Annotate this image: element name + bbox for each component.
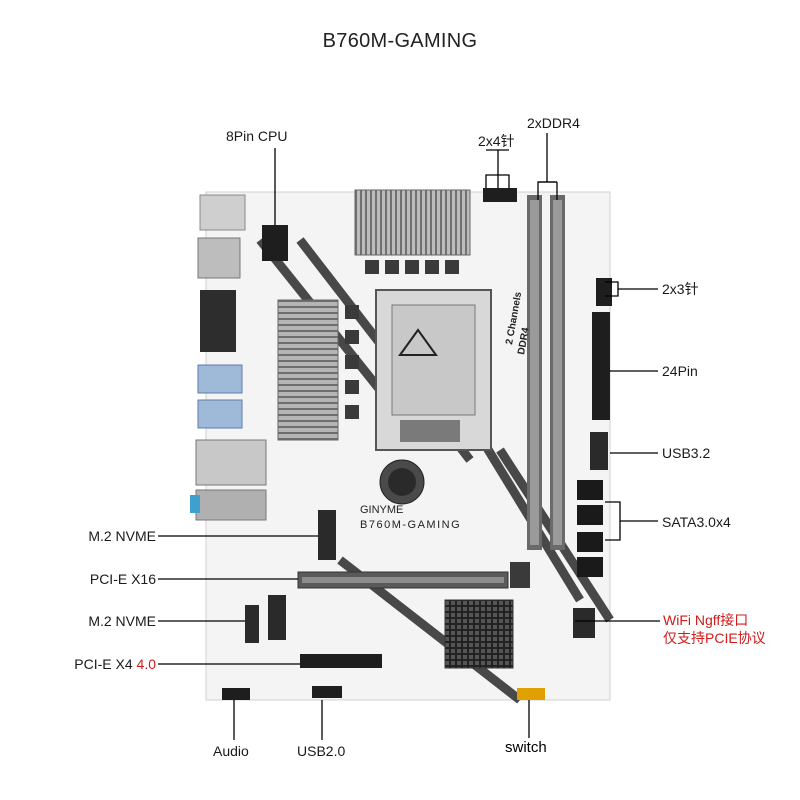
label-2x4-pin: 2x4针 [478, 133, 515, 149]
header-2x4 [483, 188, 517, 202]
label-wifi-line2: 仅支持PCIE协议 [663, 630, 766, 646]
cpu-socket [375, 289, 492, 451]
label-switch: switch [505, 739, 547, 756]
m2-slot-bottom [245, 605, 259, 643]
m2-slot-top [318, 510, 336, 560]
silkscreen-model: B760M-GAMING [360, 519, 461, 531]
label-m2-top: M.2 NVME [88, 528, 156, 544]
usb20-header [312, 686, 342, 698]
ram-slots [527, 195, 565, 550]
board-title: B760M-GAMING [322, 30, 478, 52]
label-wifi-line1: WiFi Ngff接口 [663, 612, 749, 628]
header-2x3 [596, 278, 612, 306]
ram-silkscreen-2: DDR4 [516, 326, 532, 355]
rear-io-panel [190, 194, 267, 521]
audio-header [222, 688, 250, 700]
label-audio: Audio [213, 743, 249, 759]
usb32-header [590, 432, 608, 470]
label-8pin-cpu: 8Pin CPU [226, 128, 288, 144]
sata-ports [577, 480, 603, 577]
label-pcie-x4: PCI-E X4 4.0 [40, 656, 156, 672]
chipset-heatsink [444, 599, 514, 669]
label-m2-bottom: M.2 NVME [88, 613, 156, 629]
front-panel-header [517, 688, 545, 700]
label-24pin: 24Pin [662, 363, 698, 379]
wifi-ngff-slot [573, 608, 595, 638]
label-sata: SATA3.0x4 [662, 514, 731, 530]
label-2x-ddr4: 2xDDR4 [527, 115, 580, 131]
label-2x3-pin: 2x3针 [662, 281, 699, 297]
pcie-x4-slot [300, 654, 382, 668]
atx-24pin [592, 312, 610, 420]
cpu-8pin-connector [262, 225, 288, 261]
vrm-heatsink-left [277, 299, 339, 441]
silkscreen-brand: GINYME [360, 504, 403, 516]
label-usb20: USB2.0 [297, 743, 346, 759]
vrm-chokes [345, 260, 459, 419]
label-pcie-x16: PCI-E X16 [89, 571, 156, 587]
label-pcie-x4-main: PCI-E X4 [74, 656, 137, 672]
leader-lines [158, 133, 660, 740]
label-usb32: USB3.2 [662, 445, 711, 461]
label-pcie-x4-version: 4.0 [136, 656, 156, 672]
vrm-heatsink-top [354, 189, 471, 256]
